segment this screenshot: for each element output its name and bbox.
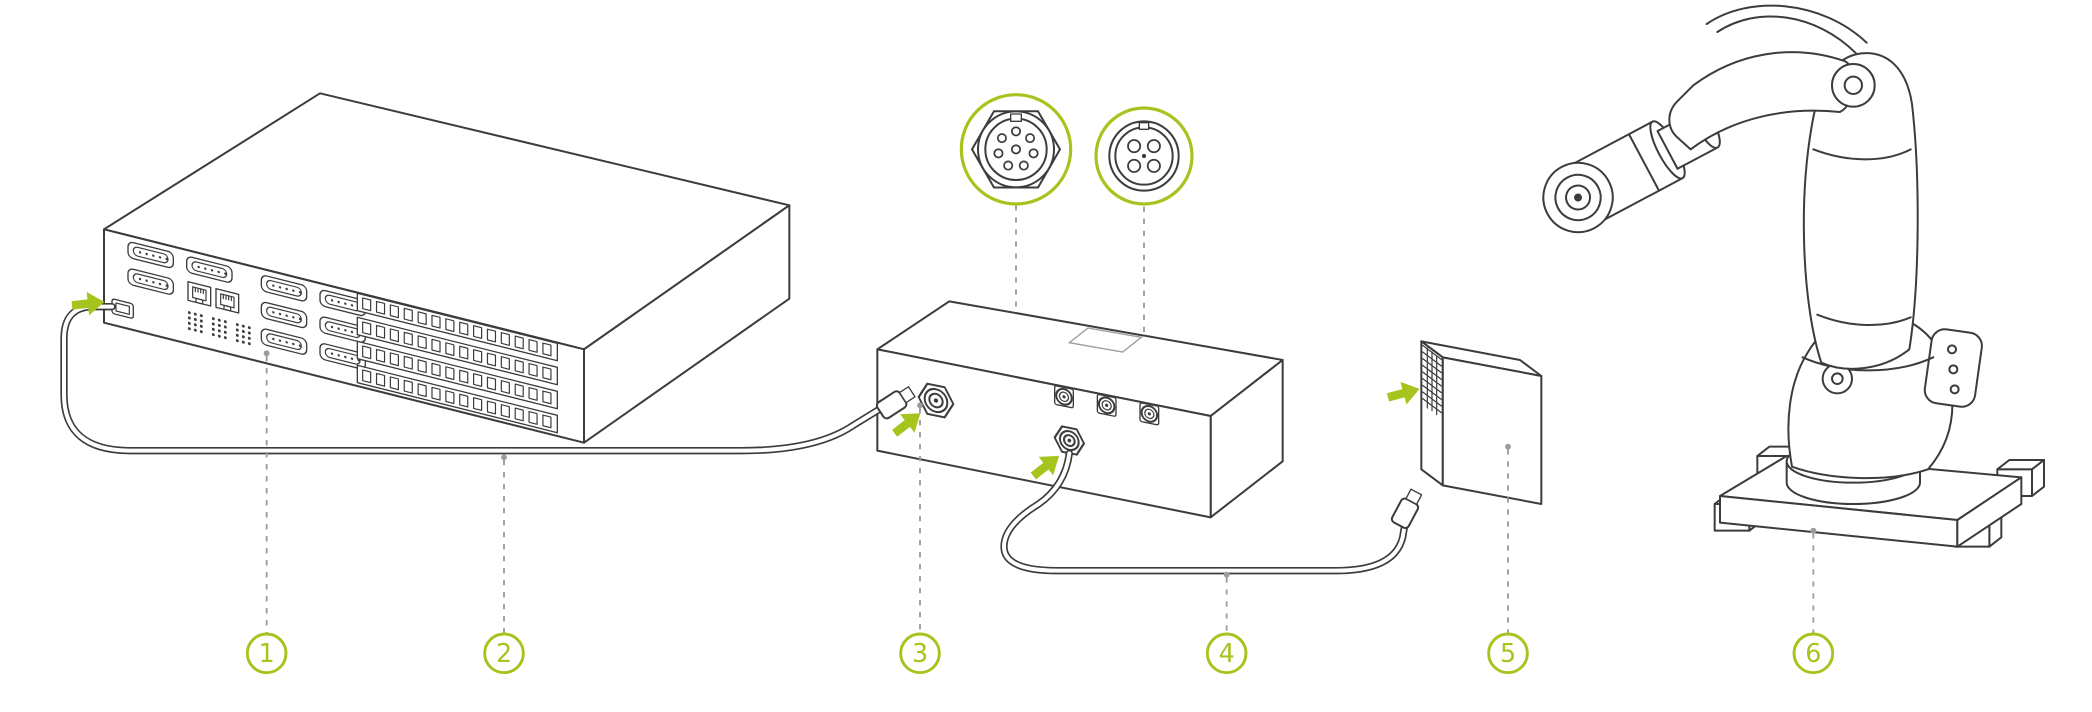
- keyway-notch: [1138, 122, 1150, 130]
- callout-circle-4: [1205, 632, 1248, 675]
- connector-detail-callouts: [959, 93, 1194, 345]
- terminal-left-face: [1420, 340, 1444, 487]
- callout-circle-2: [483, 632, 525, 675]
- coax-connector: [1096, 393, 1118, 418]
- robot-hoses: [1705, 4, 1868, 55]
- terminal-connector: [1420, 340, 1543, 505]
- cable-plug-terminal: [1390, 488, 1423, 529]
- box-top-label: [1067, 327, 1143, 353]
- callout-number-6: 6: [1805, 638, 1821, 668]
- callout-circle-3: [899, 632, 941, 675]
- box-front-connectors: [917, 382, 1160, 456]
- box-front-face: [876, 348, 1212, 519]
- connector-box: [876, 300, 1284, 519]
- robot-upper-arm: [1802, 52, 1919, 370]
- coax-connector: [1138, 401, 1160, 427]
- callout-2: 2: [483, 454, 525, 675]
- m12-connector-a: [917, 382, 955, 419]
- callout-circle-5: [1487, 632, 1529, 675]
- cable-plug-m12: [875, 386, 916, 420]
- callout-3: 3: [899, 402, 941, 675]
- box-to-terminal-cable: [1000, 449, 1423, 575]
- callout-circle-6: [1792, 632, 1835, 675]
- keyway-notch: [1010, 113, 1022, 122]
- callouts: 1 2 3 4 5 6: [245, 350, 1835, 675]
- m12-8pin-connector-detail: [959, 93, 1073, 206]
- robot-forearm: [1668, 51, 1876, 151]
- robot-arm: [1542, 4, 2045, 548]
- pc-to-box-cable: [60, 302, 916, 455]
- callout-number-4: 4: [1219, 638, 1235, 668]
- industrial-pc: [103, 92, 791, 444]
- m12-4pin-connector-detail: [1094, 106, 1194, 206]
- callout-6: 6: [1792, 527, 1835, 675]
- callout-5: 5: [1487, 443, 1529, 675]
- robot-end-effector: [1542, 108, 1721, 234]
- arrow-terminal: [1384, 377, 1423, 409]
- callout-circle-1: [245, 632, 288, 675]
- coax-connector: [1053, 384, 1075, 410]
- callout-number-3: 3: [912, 638, 928, 668]
- callout-number-2: 2: [496, 638, 512, 668]
- pc-cable-inlet-port: [111, 298, 134, 319]
- pc-front-ports: [111, 240, 559, 434]
- callout-number-1: 1: [259, 638, 275, 668]
- callout-4: 4: [1205, 571, 1248, 675]
- terminal-pin-grid: [1422, 344, 1442, 416]
- m12-connector-b: [1053, 425, 1085, 456]
- callout-1: 1: [245, 350, 288, 675]
- terminal-front-face: [1441, 356, 1543, 505]
- callout-number-5: 5: [1500, 638, 1516, 668]
